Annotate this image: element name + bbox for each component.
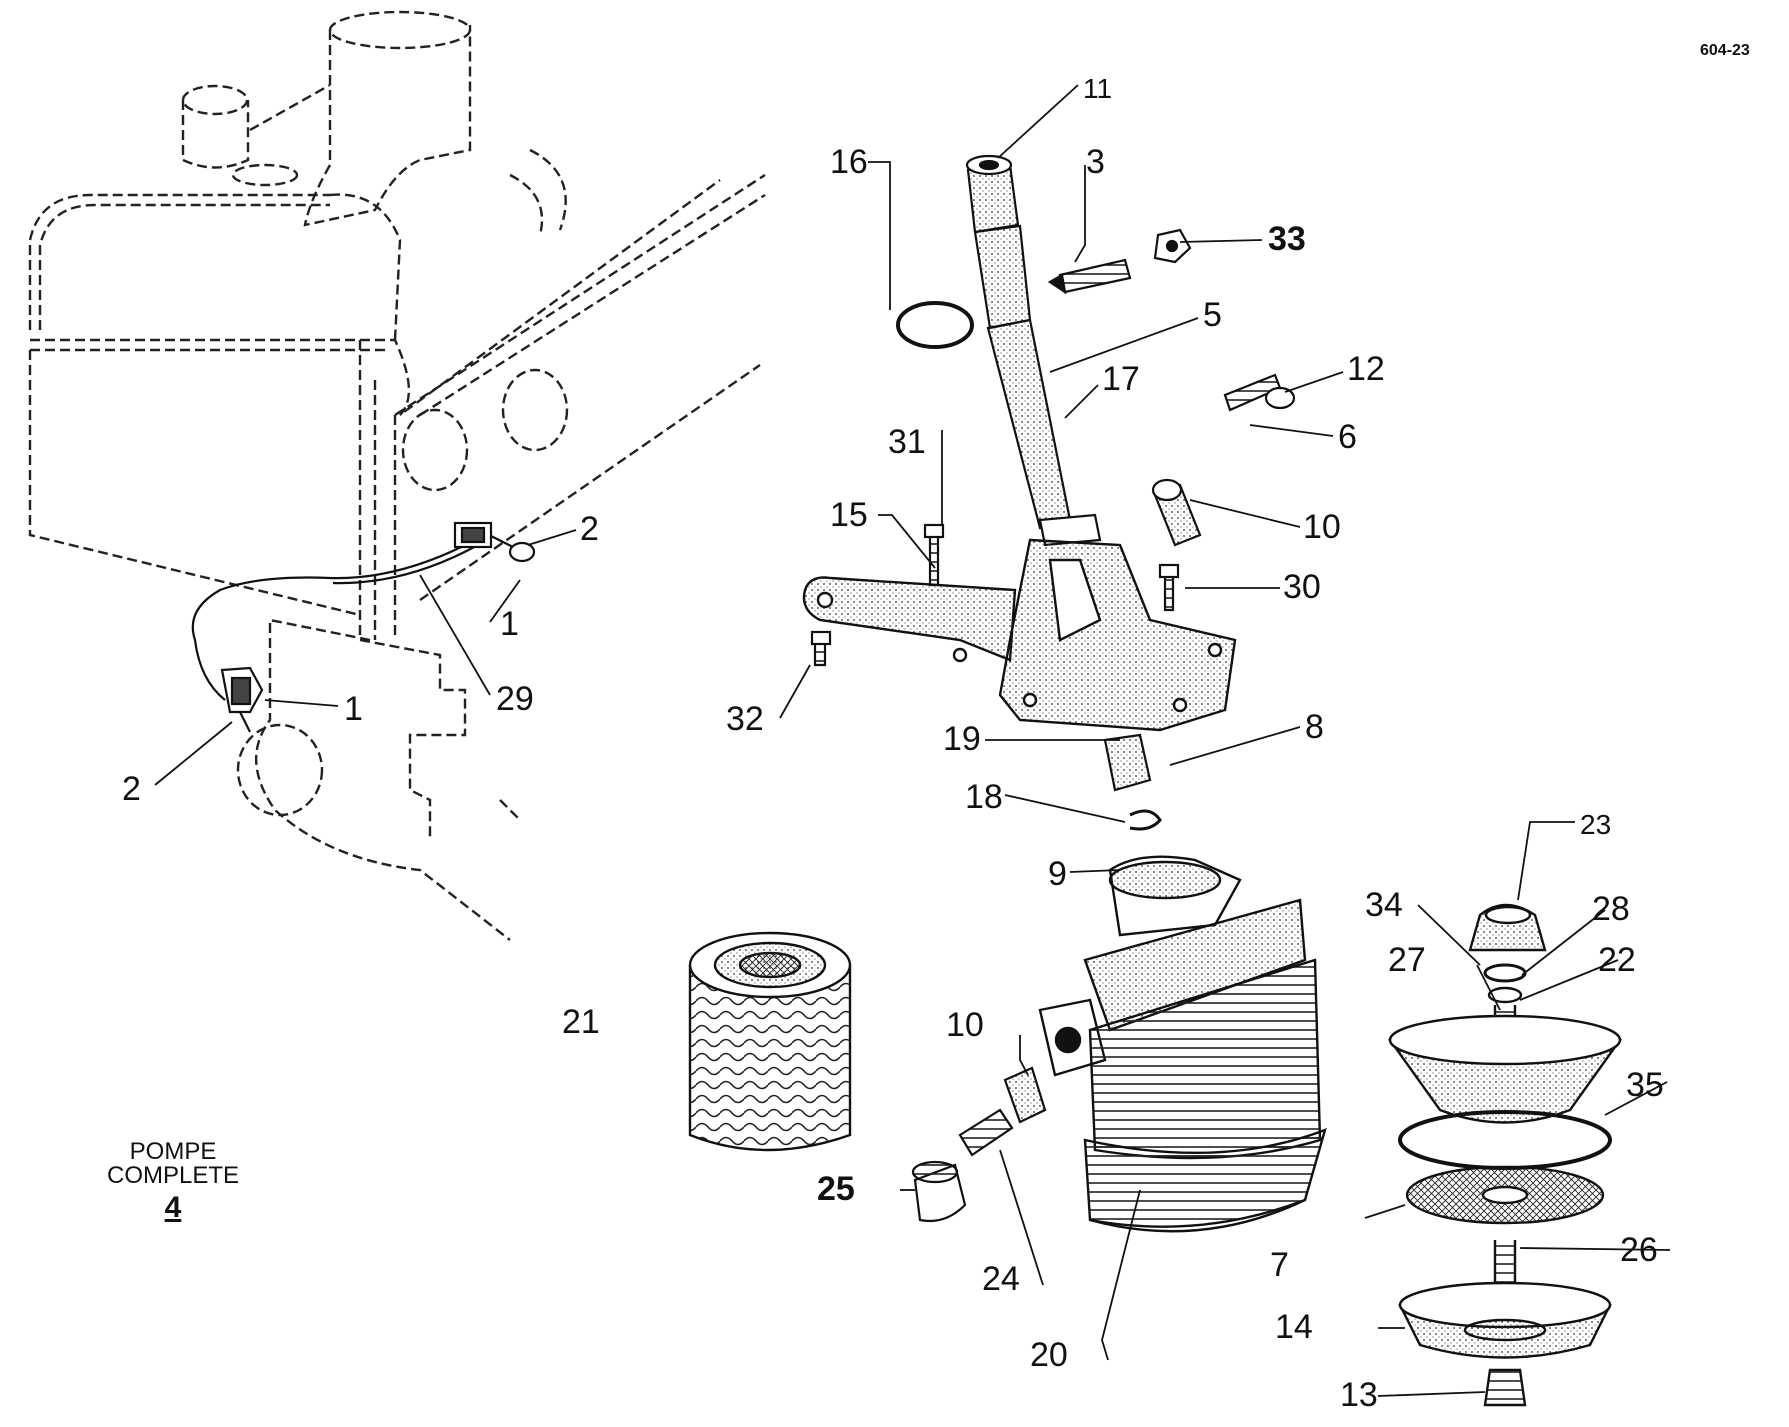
callout-24: 24 (982, 1260, 1020, 1298)
callout-26: 26 (1620, 1231, 1658, 1269)
callout-2-lower: 2 (122, 770, 141, 808)
callout-35: 35 (1626, 1066, 1664, 1104)
pump-mounting-bracket (802, 576, 1017, 663)
callout-2-upper: 2 (580, 510, 599, 548)
callout-8: 8 (1305, 708, 1324, 746)
small-parts-upper (810, 228, 1296, 831)
callout-1-upper: 1 (500, 605, 519, 643)
callout-7: 7 (1270, 1246, 1289, 1284)
caption-line-1: POMPE (129, 1138, 217, 1165)
callout-17: 17 (1102, 360, 1140, 398)
sensor-wire-assembly (191, 521, 536, 733)
pump-body-housing (998, 538, 1237, 732)
callout-29: 29 (496, 680, 534, 718)
drawing-code: 604-23 (1700, 42, 1750, 59)
callout-12: 12 (1347, 350, 1385, 388)
filter-cover-stack (1388, 903, 1622, 1407)
callout-31: 31 (888, 423, 926, 461)
callout-21: 21 (562, 1003, 600, 1041)
callout-14: 14 (1275, 1308, 1313, 1346)
callout-5: 5 (1203, 296, 1222, 334)
caption-line-2: COMPLETE (106, 1162, 240, 1189)
callout-25: 25 (817, 1170, 855, 1208)
caption-number: 4 (164, 1191, 182, 1224)
relief-valve-parts (911, 1066, 1047, 1223)
callout-32: 32 (726, 700, 764, 738)
callout-11: 11 (1083, 73, 1113, 104)
pump-drive-shaft (965, 154, 1102, 547)
callout-9: 9 (1048, 855, 1067, 893)
callout-22: 22 (1598, 941, 1636, 979)
callout-23: 23 (1580, 809, 1612, 840)
leader-lines (154, 84, 1671, 1397)
assembly-caption: POMPE COMPLETE 4 (88, 1138, 258, 1224)
engine-filler-neck (181, 10, 567, 236)
callout-30: 30 (1283, 568, 1321, 606)
callout-6: 6 (1338, 418, 1357, 456)
pump-gear-housing (1038, 855, 1307, 1077)
callout-28: 28 (1592, 890, 1630, 928)
filter-cartridge (688, 931, 852, 1152)
callout-13: 13 (1340, 1376, 1378, 1414)
callout-20: 20 (1030, 1336, 1068, 1374)
callout-3: 3 (1086, 143, 1105, 181)
callout-27: 27 (1388, 941, 1426, 979)
callout-10-lower: 10 (946, 1006, 984, 1044)
callout-33: 33 (1268, 220, 1306, 258)
callout-34: 34 (1365, 886, 1403, 924)
callout-19: 19 (943, 720, 981, 758)
callout-16: 16 (830, 143, 868, 181)
callout-1-lower: 1 (344, 690, 363, 728)
callout-18: 18 (965, 778, 1003, 816)
engine-block-outline (28, 173, 766, 941)
filter-bowl-housing (1083, 958, 1327, 1233)
callout-15: 15 (830, 496, 868, 534)
callout-10-upper: 10 (1303, 508, 1341, 546)
